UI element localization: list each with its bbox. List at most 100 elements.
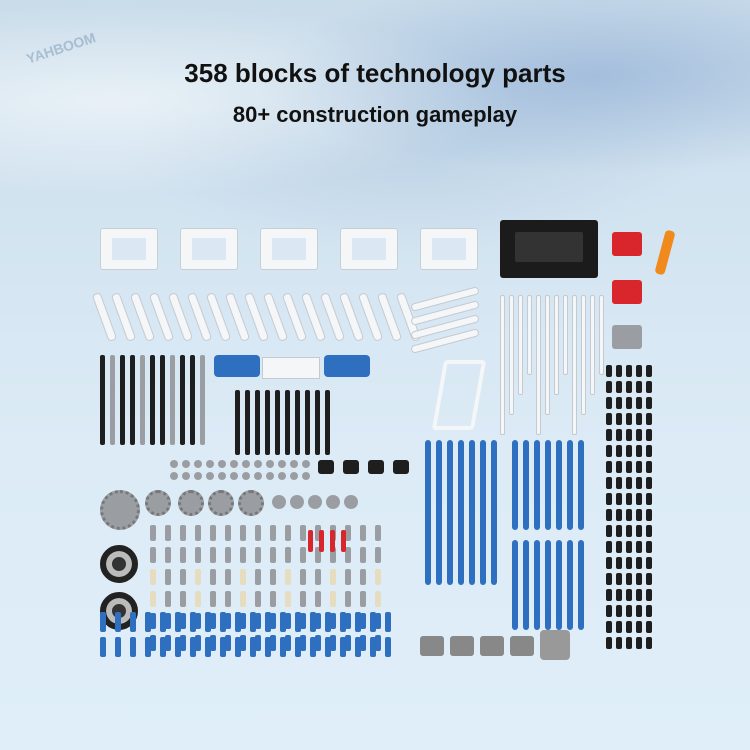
axle-pin	[310, 612, 316, 632]
pin	[646, 589, 652, 601]
pin	[606, 461, 612, 473]
pin	[646, 413, 652, 425]
beam	[170, 355, 175, 445]
pin	[646, 557, 652, 569]
pin	[345, 591, 351, 607]
pin	[195, 635, 201, 651]
pin	[636, 509, 642, 521]
frame-part	[180, 228, 238, 270]
pin	[616, 525, 622, 537]
pin	[646, 477, 652, 489]
gear	[178, 490, 204, 516]
beam	[523, 540, 529, 630]
pin	[606, 557, 612, 569]
pin	[315, 547, 321, 563]
axle-pin	[385, 612, 391, 632]
axle-pin	[175, 637, 181, 657]
pin	[375, 591, 381, 607]
bushing	[206, 460, 214, 468]
pin	[300, 591, 306, 607]
pin	[636, 557, 642, 569]
axle-pin	[115, 637, 121, 657]
pin	[606, 413, 612, 425]
pin	[360, 591, 366, 607]
axle-pin	[325, 612, 331, 632]
axle-pin	[160, 637, 166, 657]
pin	[255, 613, 261, 629]
pin	[636, 365, 642, 377]
pin	[606, 477, 612, 489]
axle-pin	[295, 612, 301, 632]
pin	[636, 381, 642, 393]
beam	[545, 540, 551, 630]
pin	[330, 591, 336, 607]
axle-pin	[265, 637, 271, 657]
pin	[165, 525, 171, 541]
pin	[375, 525, 381, 541]
pin	[210, 547, 216, 563]
axle-pin	[220, 612, 226, 632]
axle-pin	[370, 637, 376, 657]
beam	[572, 295, 577, 435]
pin	[606, 509, 612, 521]
pin	[330, 635, 336, 651]
axle-pin	[205, 637, 211, 657]
beam	[235, 390, 240, 455]
motor	[540, 630, 570, 660]
pin	[626, 557, 632, 569]
pin	[646, 381, 652, 393]
connector	[510, 636, 534, 656]
pin	[360, 547, 366, 563]
axle-pin	[145, 612, 151, 632]
headline: 358 blocks of technology parts	[184, 58, 566, 88]
pin	[636, 397, 642, 409]
beam	[295, 390, 300, 455]
beam	[180, 355, 185, 445]
pin	[646, 397, 652, 409]
pin	[606, 397, 612, 409]
pin	[180, 591, 186, 607]
connector	[420, 636, 444, 656]
pin	[270, 569, 276, 585]
pin	[636, 573, 642, 585]
pin	[626, 605, 632, 617]
pin	[315, 591, 321, 607]
gear	[272, 495, 286, 509]
beam	[523, 440, 529, 530]
pin	[315, 569, 321, 585]
pin	[636, 637, 642, 649]
pin	[636, 541, 642, 553]
pin	[646, 573, 652, 585]
pin	[626, 477, 632, 489]
beam	[150, 355, 155, 445]
pin	[616, 429, 622, 441]
axle-pin	[250, 637, 256, 657]
servo-motor	[612, 325, 642, 349]
pin	[210, 635, 216, 651]
pin	[616, 365, 622, 377]
pin	[285, 635, 291, 651]
subheadline: 80+ construction gameplay	[232, 102, 518, 127]
pin	[646, 461, 652, 473]
pin	[150, 591, 156, 607]
pin	[616, 477, 622, 489]
bushing	[290, 460, 298, 468]
pin	[636, 621, 642, 633]
pin	[626, 365, 632, 377]
pin	[636, 589, 642, 601]
beam	[200, 355, 205, 445]
pin	[606, 525, 612, 537]
pin	[240, 613, 246, 629]
pin	[195, 525, 201, 541]
pin	[225, 525, 231, 541]
connector	[393, 460, 409, 474]
pin	[626, 589, 632, 601]
beam	[500, 295, 505, 435]
bushing	[254, 472, 262, 480]
axle-pin	[130, 637, 136, 657]
pin	[345, 613, 351, 629]
frame-part	[420, 228, 478, 270]
pin	[616, 445, 622, 457]
pin	[636, 493, 642, 505]
pin	[225, 569, 231, 585]
